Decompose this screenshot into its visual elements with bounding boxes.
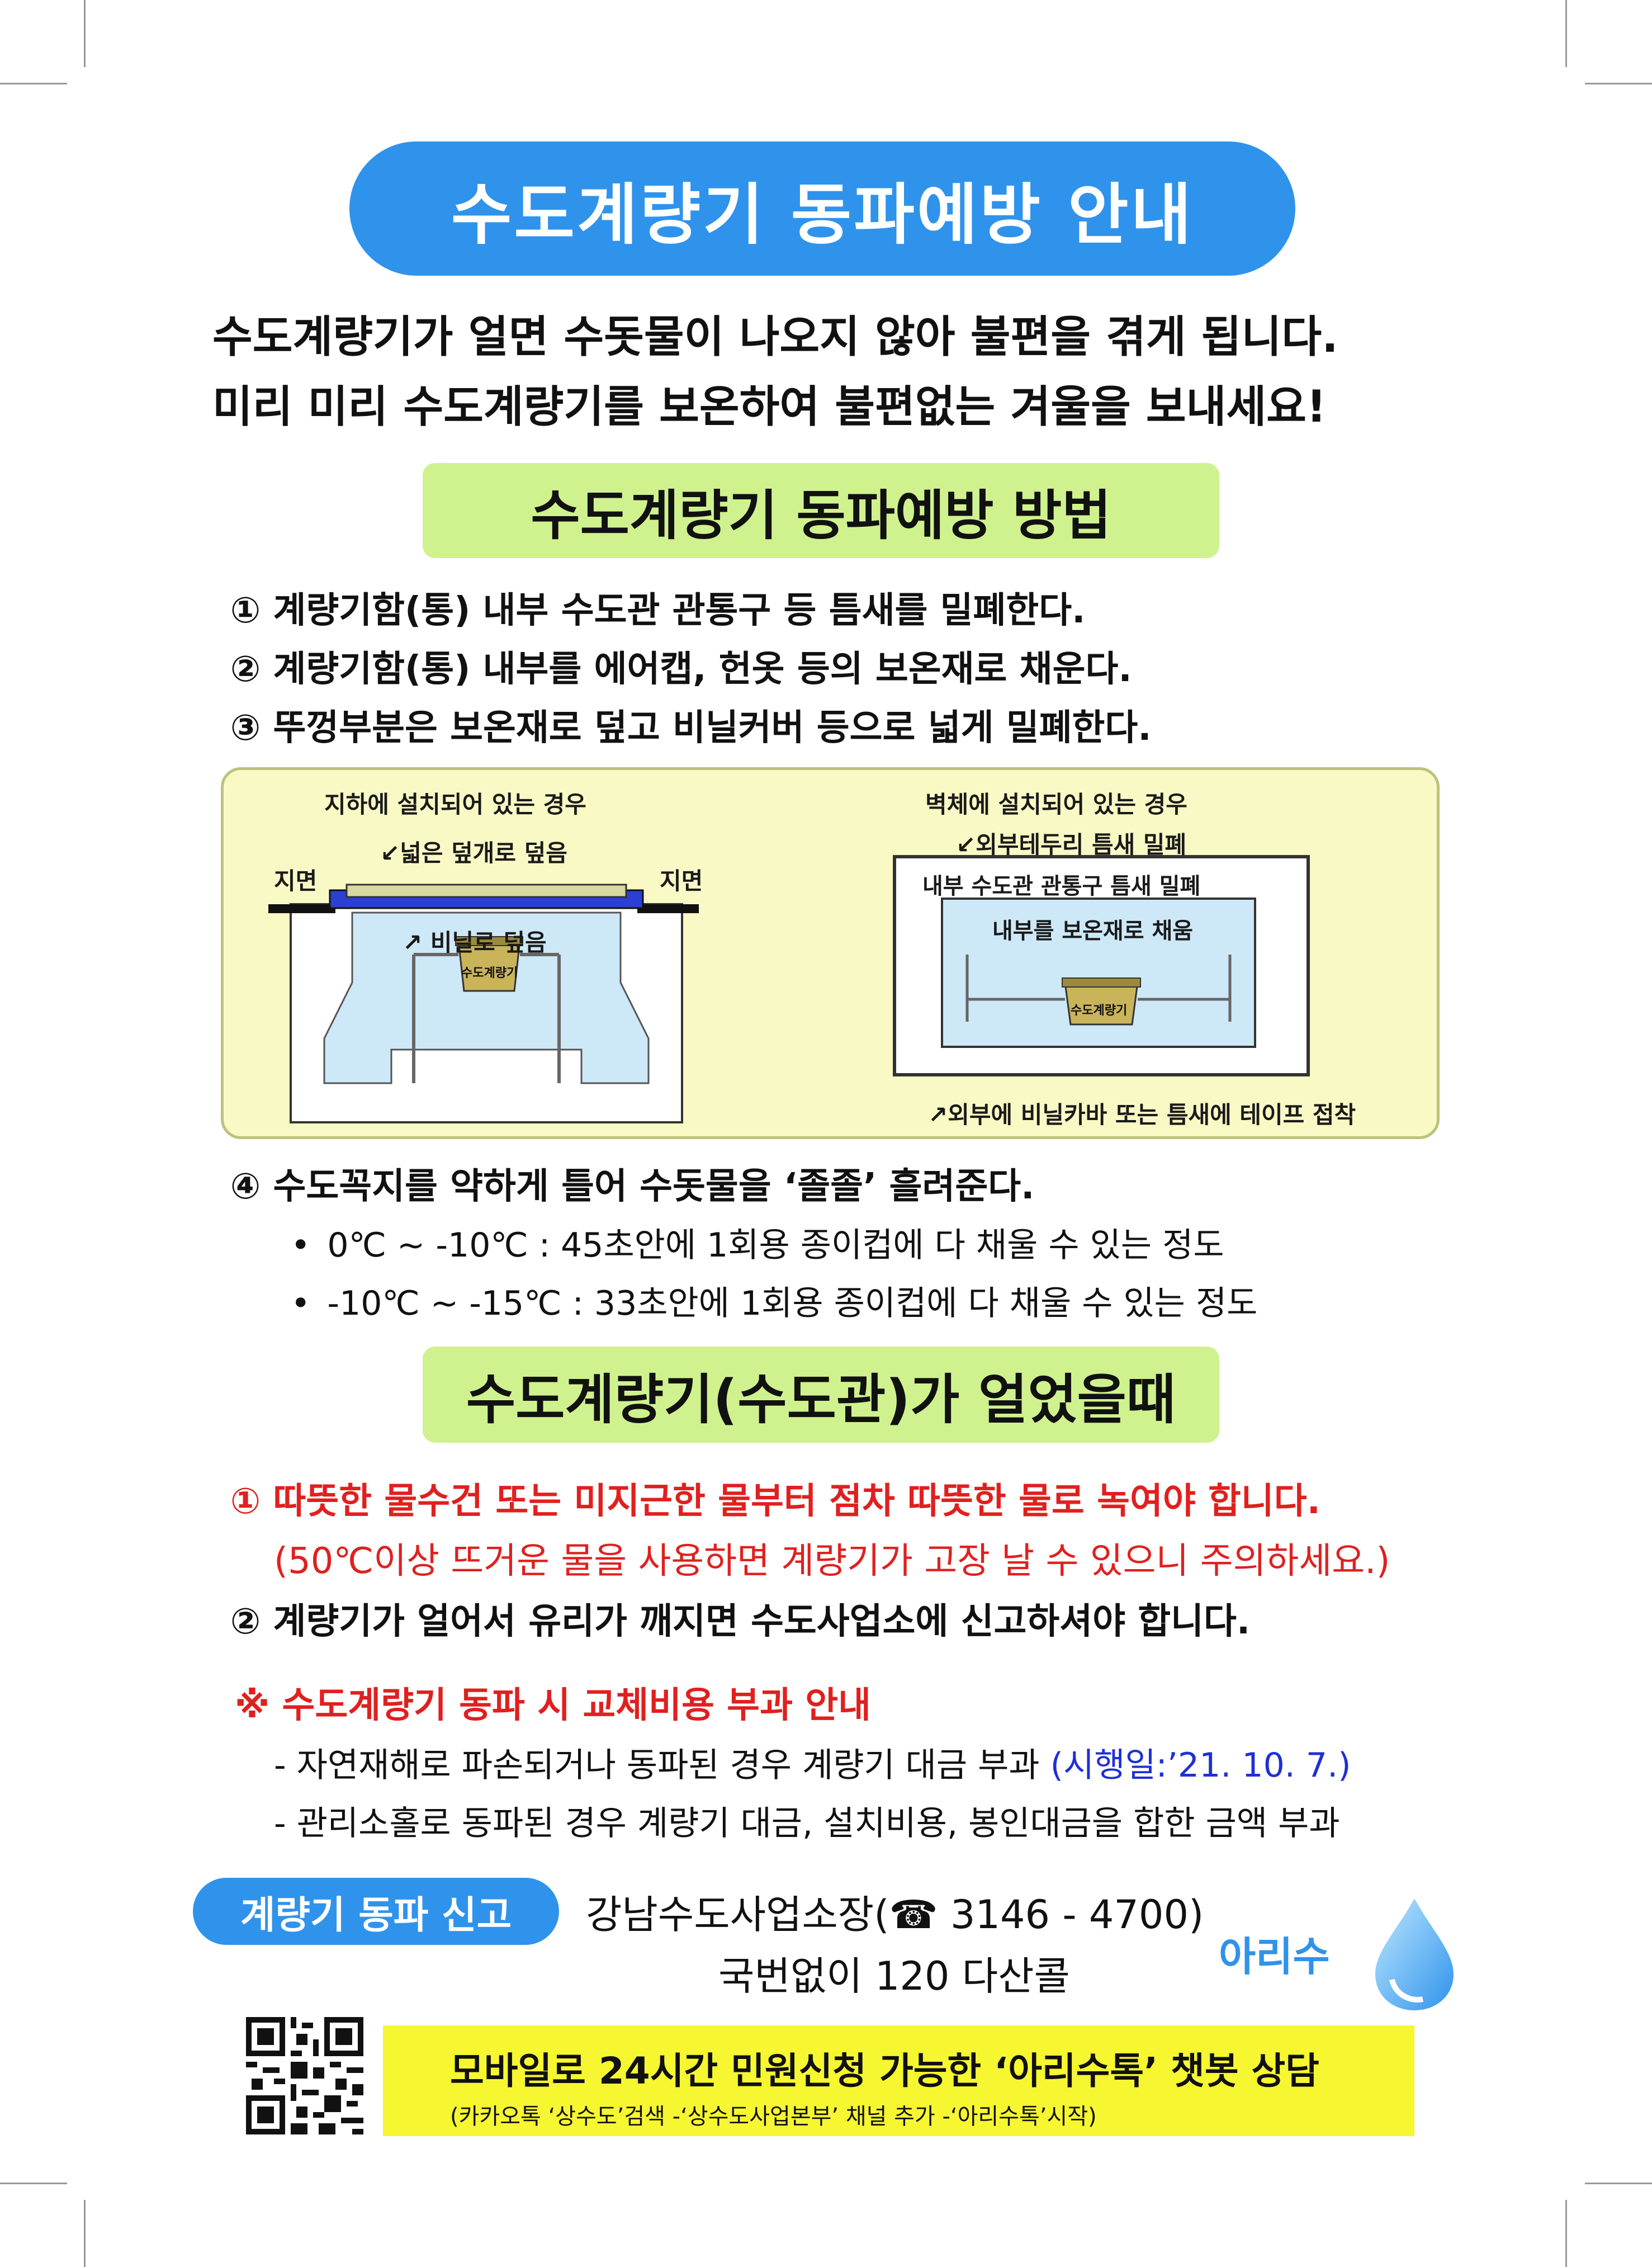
cover-plate	[345, 884, 627, 898]
underground-title: 지하에 설치되어 있는 경우	[324, 791, 586, 818]
outer-seal-label: ↙외부테두리 틈새 밀폐	[956, 831, 1187, 858]
meter-label-right: 수도계량기	[1071, 1004, 1128, 1018]
crop-mark	[0, 83, 67, 84]
prevention-step-1: ① 계량기함(통) 내부 수도관 관통구 등 틈새를 밀폐한다.	[230, 590, 1086, 631]
chatbot-main-text: 모바일로 24시간 민원신청 가능한 ‘아리수톡’ 챗봇 상담	[450, 2049, 1319, 2093]
dasan-call: 국번없이 120 다산콜	[718, 1953, 1070, 1999]
fee-notice-line-1-text: - 자연재해로 파손되거나 동파된 경우 계량기 대금 부과	[274, 1746, 1040, 1785]
crop-mark	[1565, 0, 1567, 67]
crop-mark	[1585, 83, 1652, 84]
crop-mark	[84, 2200, 86, 2267]
ground-label-right: 지면	[660, 867, 703, 895]
intro-line-1: 수도계량기가 얼면 수돗물이 나오지 않아 불편을 겪게 됩니다.	[212, 312, 1338, 362]
intro-line-2: 미리 미리 수도계량기를 보온하여 불편없는 겨울을 보내세요!	[212, 382, 1327, 432]
crop-mark	[0, 2183, 67, 2184]
crop-mark	[1565, 2200, 1567, 2267]
fee-notice-line-2: - 관리소홀로 동파된 경우 계량기 대금, 설치비용, 봉인대금을 합한 금액…	[274, 1804, 1340, 1843]
diagram-drawing	[268, 855, 1310, 1123]
prevention-step-4: ④ 수도꼭지를 약하게 틀어 수돗물을 ‘졸졸’ 흘려준다.	[230, 1166, 1035, 1207]
wall-title: 벽체에 설치되어 있는 경우	[925, 791, 1187, 818]
chatbot-banner: 모바일로 24시간 민원신청 가능한 ‘아리수톡’ 챗봇 상담 (카카오톡 ‘상…	[383, 2025, 1414, 2136]
water-drop-icon	[1375, 1898, 1454, 2010]
ground-left-block	[268, 904, 335, 913]
frozen-item-1-note: (50℃이상 뜨거운 물을 사용하면 계량기가 고장 날 수 있으니 주의하세요…	[274, 1541, 1390, 1582]
flow-bullet-1-text: 0℃ ~ -10℃ : 45초안에 1회용 종이컵에 다 채울 수 있는 정도	[327, 1226, 1224, 1265]
prevention-step-3: ③ 뚜껑부분은 보온재로 덮고 비닐커버 등으로 넓게 밀폐한다.	[230, 707, 1152, 749]
frozen-item-1: ① 따뜻한 물수건 또는 미지근한 물부터 점차 따뜻한 물로 녹여야 합니다.	[230, 1481, 1320, 1522]
vinyl-fill	[323, 911, 650, 1084]
qr-code-icon[interactable]	[246, 2017, 363, 2134]
meter-label-left: 수도계량기	[461, 966, 518, 980]
crop-mark	[1585, 2183, 1652, 2184]
ground-right-block	[637, 904, 699, 913]
section-frozen-heading: 수도계량기(수도관)가 얼었을때	[423, 1347, 1219, 1443]
inner-seal-label: 내부 수도관 관통구 틈새 밀폐	[922, 873, 1201, 899]
chatbot-sub-text: (카카오톡 ‘상수도’검색 -‘상수도사업본부’ 채널 추가 -‘아리수톡’시작…	[450, 2104, 1097, 2129]
section-prevention-heading: 수도계량기 동파예방 방법	[423, 463, 1219, 558]
cover-label: ↙넓은 덮개로 덮음	[380, 839, 567, 867]
fill-label: 내부를 보온재로 채움	[992, 918, 1194, 944]
report-badge: 계량기 동파 신고	[193, 1878, 559, 1945]
enforcement-date: (시행일:’21. 10. 7.)	[1050, 1746, 1351, 1785]
prevention-step-2: ② 계량기함(통) 내부를 에어캡, 헌옷 등의 보온재로 채운다.	[230, 649, 1132, 690]
flow-bullet-2: •-10℃ ~ -15℃ : 33초안에 1회용 종이컵에 다 채울 수 있는 …	[291, 1284, 1258, 1323]
fee-notice-title: ※ 수도계량기 동파 시 교체비용 부과 안내	[235, 1685, 871, 1726]
fee-notice-line-1: - 자연재해로 파손되거나 동파된 경우 계량기 대금 부과 (시행일:’21.…	[274, 1738, 1351, 1787]
office-contact: 강남수도사업소장(☎ 3146 - 4700)	[586, 1892, 1204, 1938]
meter-insulation-diagram: 지하에 설치되어 있는 경우 ↙넓은 덮개로 덮음 지면 지면 벽체에 설치되어…	[221, 767, 1440, 1139]
arisu-logo-text: 아리수	[1219, 1933, 1330, 1980]
vinyl-cover-label: ↗외부에 비닐카바 또는 틈새에 테이프 접착	[928, 1101, 1356, 1128]
vinyl-label: ↗ 비닐로 덮음	[403, 929, 547, 956]
flow-bullet-1: •0℃ ~ -10℃ : 45초안에 1회용 종이컵에 다 채울 수 있는 정도	[291, 1226, 1224, 1265]
page-title: 수도계량기 동파예방 안내	[349, 141, 1295, 276]
ground-label-left: 지면	[274, 867, 318, 895]
frozen-item-2: ② 계량기가 얼어서 유리가 깨지면 수도사업소에 신고하셔야 합니다.	[230, 1601, 1251, 1642]
flow-bullet-2-text: -10℃ ~ -15℃ : 33초안에 1회용 종이컵에 다 채울 수 있는 정…	[327, 1284, 1258, 1323]
crop-mark	[84, 0, 86, 67]
